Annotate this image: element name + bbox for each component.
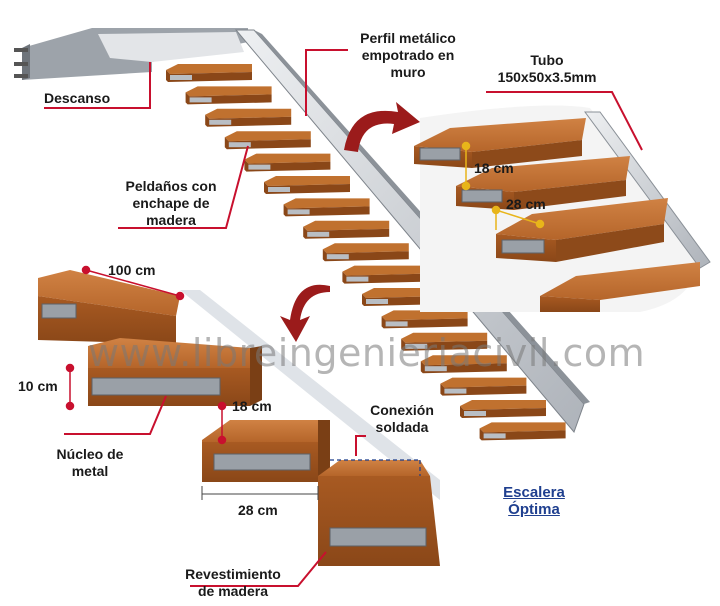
label-perfil-line3: muro xyxy=(390,64,426,80)
label-tubo: Tubo 150x50x3.5mm xyxy=(482,52,612,86)
arrow-to-detail-top xyxy=(344,102,420,152)
main-tread xyxy=(322,243,409,262)
label-dim-18cm-bottom: 18 cm xyxy=(232,398,272,414)
label-dim-28cm-top: 28 cm xyxy=(506,196,546,212)
landing-slab xyxy=(14,28,248,80)
label-revest-line2: de madera xyxy=(197,583,269,599)
label-conexion-line1: Conexión xyxy=(370,402,434,418)
label-perfil-line2: empotrado en xyxy=(361,47,455,63)
main-tread xyxy=(440,377,527,396)
label-peldanos: Peldaños con enchape de madera xyxy=(110,178,232,229)
main-tread xyxy=(479,422,566,441)
main-tread xyxy=(303,220,390,239)
label-nucleo-line1: Núcleo de xyxy=(56,446,124,462)
label-dim-100cm: 100 cm xyxy=(108,262,156,278)
label-tubo-line2: 150x50x3.5mm xyxy=(497,69,597,85)
detail-bottom-left xyxy=(38,265,440,566)
main-tread xyxy=(342,265,429,284)
label-perfil: Perfil metálico empotrado en muro xyxy=(340,30,476,81)
main-tread xyxy=(166,64,252,82)
label-dim-18cm-top: 18 cm xyxy=(474,160,514,176)
main-treads xyxy=(166,64,566,441)
label-tubo-line1: Tubo xyxy=(530,52,564,68)
label-dim-28cm-bottom: 28 cm xyxy=(238,502,278,518)
main-tread xyxy=(185,86,272,105)
label-perfil-line1: Perfil metálico xyxy=(360,30,456,46)
main-tread xyxy=(283,198,370,217)
watermark: www.libreingenieriacivil.com xyxy=(88,331,646,375)
label-nucleo: Núcleo de metal xyxy=(40,446,140,480)
label-peldanos-line1: Peldaños con xyxy=(125,178,217,194)
label-conexion-line2: soldada xyxy=(375,419,429,435)
detail-top-right xyxy=(414,105,711,313)
dim-28cm-top xyxy=(491,205,545,230)
main-tread xyxy=(244,153,331,172)
label-peldanos-line3: madera xyxy=(146,212,196,228)
label-revestimiento: Revestimiento de madera xyxy=(170,566,296,600)
main-tread xyxy=(420,355,507,374)
label-dim-10cm: 10 cm xyxy=(18,378,58,394)
main-tread xyxy=(401,332,488,351)
dim-18cm-top xyxy=(461,141,471,191)
main-tread xyxy=(205,108,292,127)
dim-28cm-bottom xyxy=(201,486,319,500)
main-tread xyxy=(381,310,468,329)
callout-lines xyxy=(44,49,643,587)
dim-18cm-bottom xyxy=(217,401,227,445)
title-line2: Óptima xyxy=(508,501,560,518)
label-nucleo-line2: metal xyxy=(71,463,109,479)
title-line1: Escalera xyxy=(503,484,565,501)
main-tread xyxy=(460,400,546,418)
arrow-to-detail-bottom xyxy=(280,284,330,342)
dim-10cm xyxy=(65,363,75,411)
main-tread xyxy=(224,131,311,150)
dim-100cm xyxy=(81,265,185,301)
label-descanso: Descanso xyxy=(44,90,111,106)
title-escalera-optima: Escalera Óptima xyxy=(488,484,580,518)
label-conexion: Conexión soldada xyxy=(354,402,450,436)
label-peldanos-line2: enchape de xyxy=(132,195,210,211)
main-tread xyxy=(264,176,350,194)
label-revest-line1: Revestimiento xyxy=(185,566,281,582)
